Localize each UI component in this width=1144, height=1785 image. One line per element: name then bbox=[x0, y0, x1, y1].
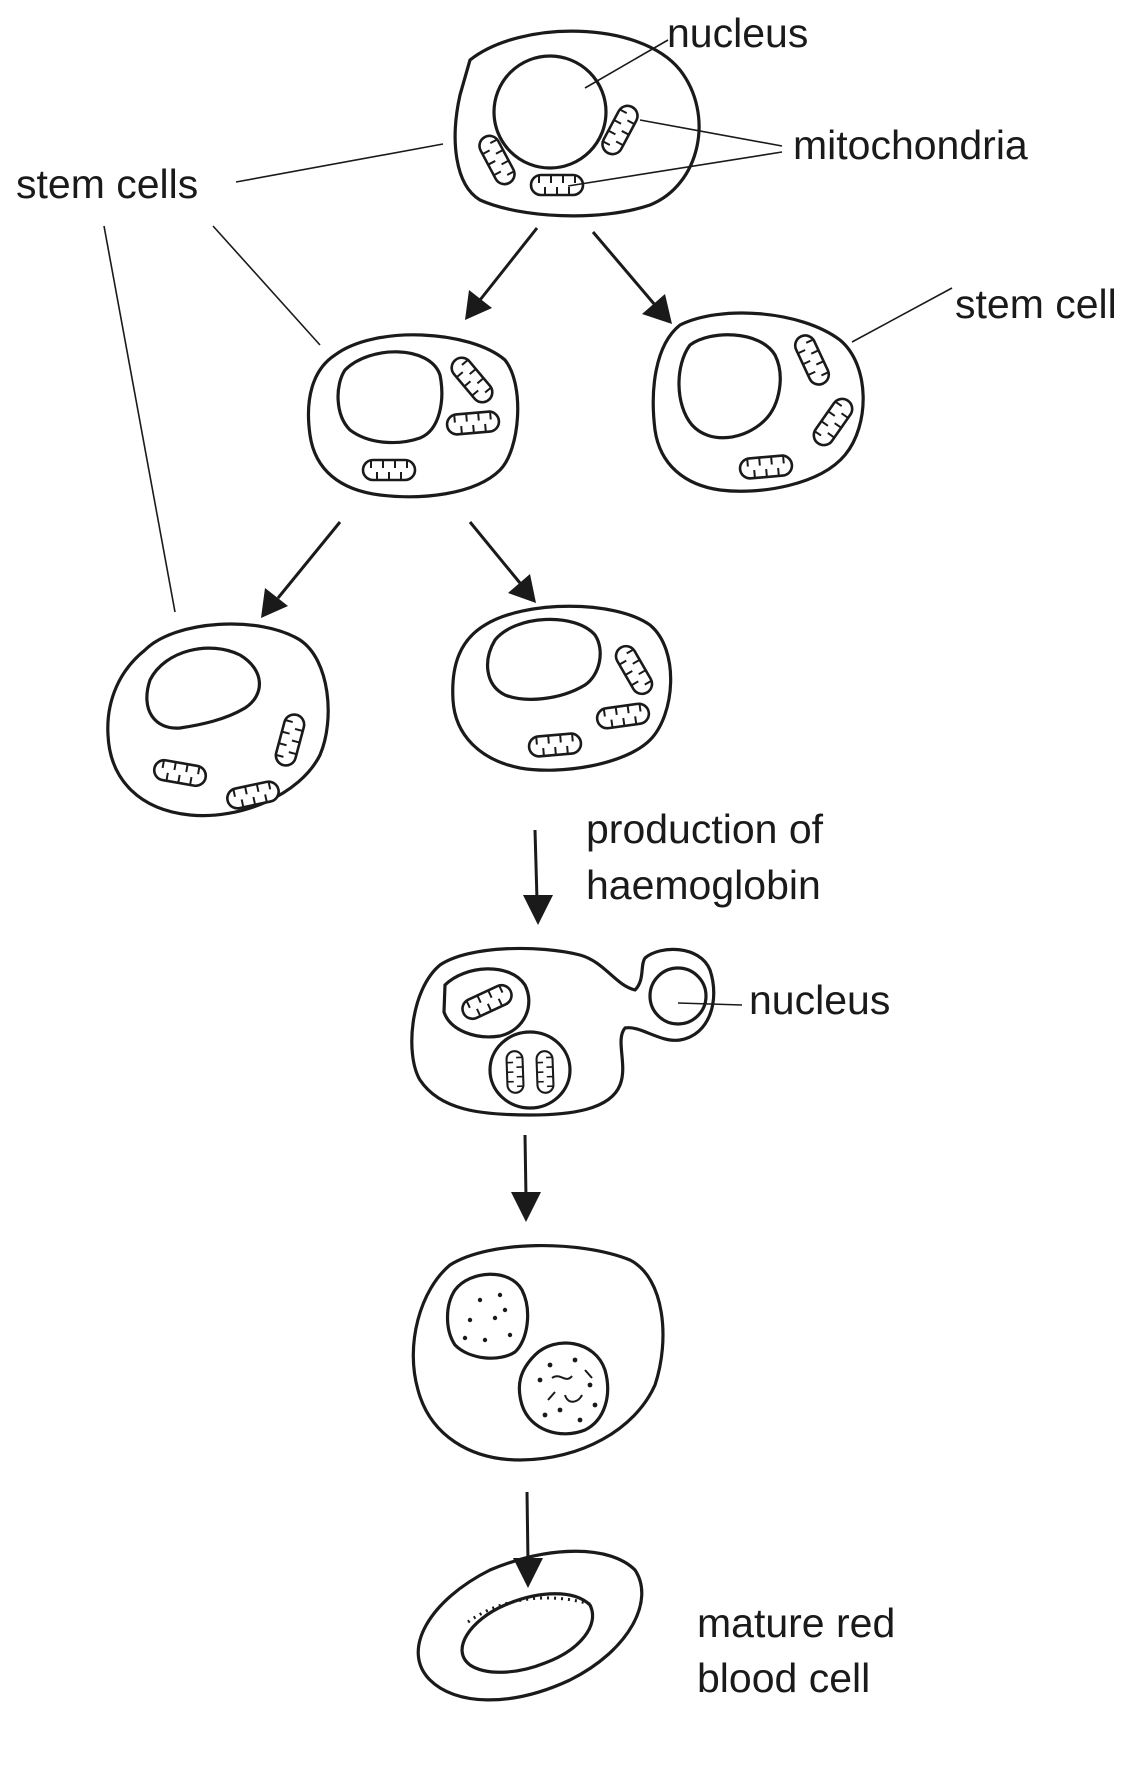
mitochondrion bbox=[594, 701, 652, 731]
nucleus-top bbox=[492, 54, 608, 170]
mitochondrion bbox=[446, 352, 498, 408]
arrow bbox=[261, 521, 342, 618]
cell-expelling-nucleus bbox=[410, 946, 716, 1117]
label-mature-line1: mature red bbox=[697, 1600, 895, 1646]
vesicle bbox=[442, 967, 531, 1039]
cell-without-nucleus bbox=[411, 1244, 665, 1462]
mitochondrion bbox=[526, 731, 584, 759]
arrow bbox=[591, 231, 672, 324]
arrow bbox=[465, 227, 539, 320]
mitochondrion bbox=[505, 1049, 525, 1095]
nucleus bbox=[336, 350, 444, 445]
leader-lines bbox=[103, 39, 953, 1006]
label-mature-line2: blood cell bbox=[697, 1655, 870, 1701]
mitochondrion bbox=[808, 393, 858, 451]
label-production-line1: production of bbox=[586, 806, 824, 852]
mitochondrion bbox=[151, 757, 209, 789]
stem-cell-bottom-right bbox=[451, 604, 673, 772]
stem-cell-middle-left bbox=[306, 333, 520, 499]
nucleus bbox=[145, 646, 261, 730]
label-nucleus-top: nucleus bbox=[667, 10, 808, 56]
mitochondrion bbox=[535, 1049, 555, 1095]
mitochondrion bbox=[790, 330, 834, 390]
organelle-remnant bbox=[445, 1272, 530, 1360]
organelle-remnant bbox=[517, 1341, 610, 1436]
label-stem-cell: stem cell bbox=[955, 281, 1117, 327]
label-stem-cells: stem cells bbox=[16, 161, 198, 207]
label-mitochondria: mitochondria bbox=[793, 122, 1028, 168]
dots bbox=[462, 1292, 513, 1343]
mitochondrion bbox=[224, 778, 282, 812]
mitochondrion bbox=[272, 710, 308, 770]
dots bbox=[537, 1357, 598, 1423]
label-production-line2: haemoglobin bbox=[586, 862, 821, 908]
mitochondrion bbox=[737, 453, 795, 481]
stem-cell-middle-right bbox=[651, 311, 865, 493]
mitochondrion bbox=[457, 980, 517, 1024]
nucleus bbox=[677, 333, 782, 440]
arrow bbox=[468, 521, 536, 603]
vesicle bbox=[488, 1030, 572, 1110]
mature-red-blood-cell bbox=[416, 1549, 644, 1702]
nucleus bbox=[486, 617, 602, 701]
mitochondrion bbox=[611, 641, 657, 699]
stem-cell-bottom-left bbox=[106, 622, 330, 818]
label-nucleus-lower: nucleus bbox=[749, 977, 890, 1023]
arrow bbox=[523, 829, 553, 925]
expelled-nucleus bbox=[648, 966, 708, 1026]
arrow bbox=[513, 1491, 543, 1588]
stem-cell-top bbox=[453, 29, 701, 218]
mitochondrion bbox=[474, 131, 520, 189]
arrow bbox=[511, 1134, 541, 1222]
mitochondrion bbox=[444, 409, 502, 437]
mitochondrion bbox=[361, 458, 417, 482]
